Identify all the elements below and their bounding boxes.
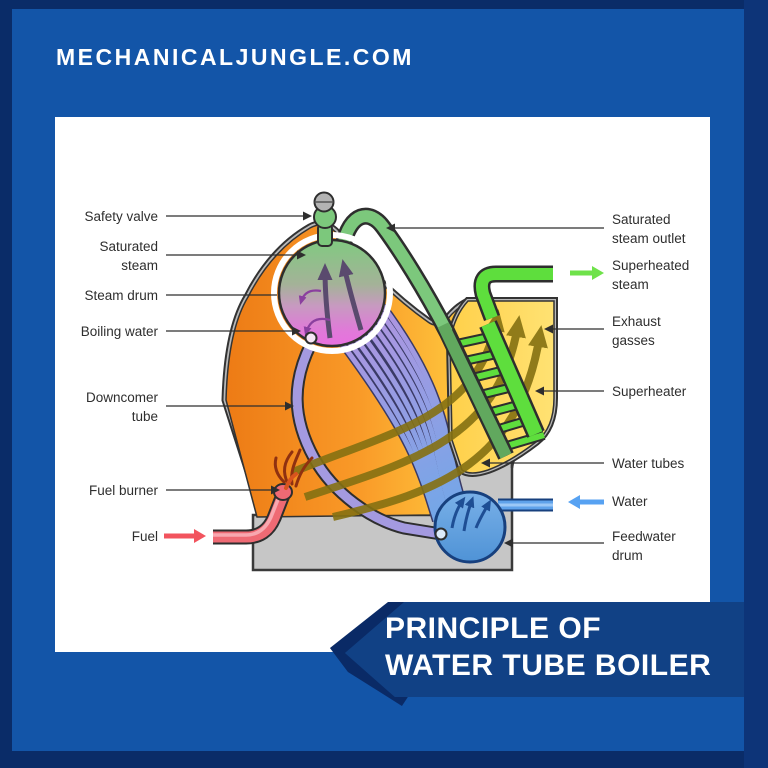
label-superheated-steam: Superheated steam — [612, 258, 690, 292]
border-left — [0, 0, 12, 768]
label-lines — [166, 211, 604, 548]
fuel-burner-nozzle — [273, 483, 293, 501]
safety-valve — [313, 191, 337, 247]
label-fuel: Fuel — [131, 529, 158, 544]
label-fuel-burner: Fuel burner — [88, 483, 158, 498]
downcomer-connector — [304, 331, 318, 345]
label-water: Water — [612, 494, 648, 509]
label-saturated-steam: Saturated steam — [99, 239, 158, 273]
border-right — [744, 0, 768, 768]
feedwater-connector — [434, 527, 448, 541]
banner-line2: WATER TUBE BOILER — [385, 649, 712, 682]
fuel-arrow — [164, 529, 206, 543]
banner-line1: PRINCIPLE OF — [385, 612, 602, 645]
downcomer-tube — [290, 341, 443, 541]
superheater-coil — [334, 207, 553, 460]
label-exhaust-gasses: Exhaust gasses — [612, 314, 661, 348]
banner-title: PRINCIPLE OF WATER TUBE BOILER — [385, 610, 711, 684]
title-banner — [344, 602, 768, 697]
feedwater-drum — [433, 490, 507, 564]
label-safety-valve: Safety valve — [84, 209, 158, 224]
label-saturated-steam-outlet: Saturated steam outlet — [612, 212, 686, 246]
label-downcomer-tube: Downcomer tube — [85, 390, 158, 424]
steam-drum — [277, 238, 387, 348]
label-water-tubes: Water tubes — [612, 456, 685, 471]
label-steam-drum: Steam drum — [84, 288, 158, 303]
site-title: MECHANICALJUNGLE.COM — [56, 44, 414, 70]
border-bottom — [0, 751, 768, 768]
label-superheater: Superheater — [612, 384, 687, 399]
fuel-burner-flame — [273, 448, 314, 490]
superheated-steam-arrow — [570, 266, 604, 280]
water-arrow — [568, 495, 604, 509]
label-boiling-water: Boiling water — [80, 324, 158, 339]
label-feedwater-drum: Feedwater drum — [612, 529, 676, 563]
border-top — [0, 0, 768, 9]
